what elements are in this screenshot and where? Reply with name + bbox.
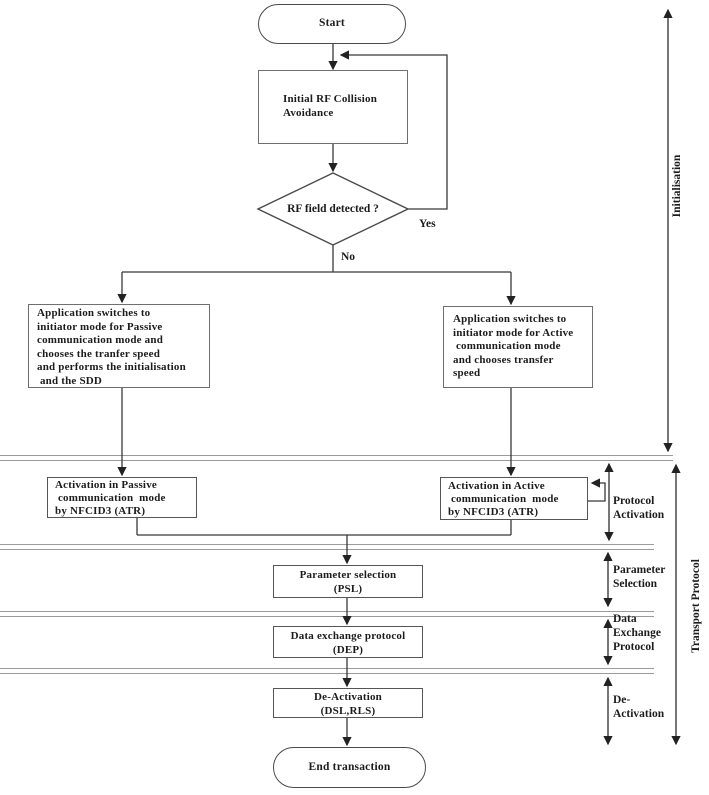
edge-activation-merge <box>136 518 512 536</box>
rf-field-detected-label: RF field detected ? <box>287 203 379 215</box>
edge-no-branch <box>122 245 511 273</box>
separator-protocol-activation <box>0 544 654 550</box>
separator-initialisation <box>0 455 673 461</box>
passive-activation-node: Activation in Passive communication mode… <box>47 477 197 518</box>
de-activation-node: De-Activation (DSL,RLS) <box>273 688 423 718</box>
separator-data-exchange <box>0 668 654 674</box>
edge-yes-loop <box>339 50 448 210</box>
active-activation-node: Activation in Active communication mode … <box>440 477 588 520</box>
start-node: Start <box>258 4 406 44</box>
de-activation-section-label: De- Activation <box>613 694 665 720</box>
transport-protocol-section-label: Transport Protocol <box>690 559 702 653</box>
passive-switch-node: Application switches to initiator mode f… <box>28 304 210 388</box>
separator-parameter-selection <box>0 611 654 617</box>
protocol-activation-section-label: Protocol Activation <box>613 495 665 521</box>
data-exchange-protocol-node: Data exchange protocol (DEP) <box>273 626 423 658</box>
bracket-arrows <box>603 8 681 746</box>
edge-active-activation-self-loop <box>588 478 606 502</box>
end-node: End transaction <box>273 747 426 788</box>
parameter-selection-section-label: Parameter Selection <box>613 564 666 590</box>
yes-edge-label: Yes <box>419 218 436 230</box>
parameter-selection-node: Parameter selection (PSL) <box>273 565 423 598</box>
initial-rf-collision-node: Initial RF Collision Avoidance <box>258 70 408 144</box>
decision-diamond <box>256 172 410 246</box>
initialisation-section-label: Initialisation <box>671 154 683 218</box>
section-separators <box>0 455 673 674</box>
active-switch-node: Application switches to initiator mode f… <box>443 306 593 388</box>
data-exchange-section-label: Data Exchange Protocol <box>613 613 661 653</box>
no-edge-label: No <box>341 251 356 263</box>
